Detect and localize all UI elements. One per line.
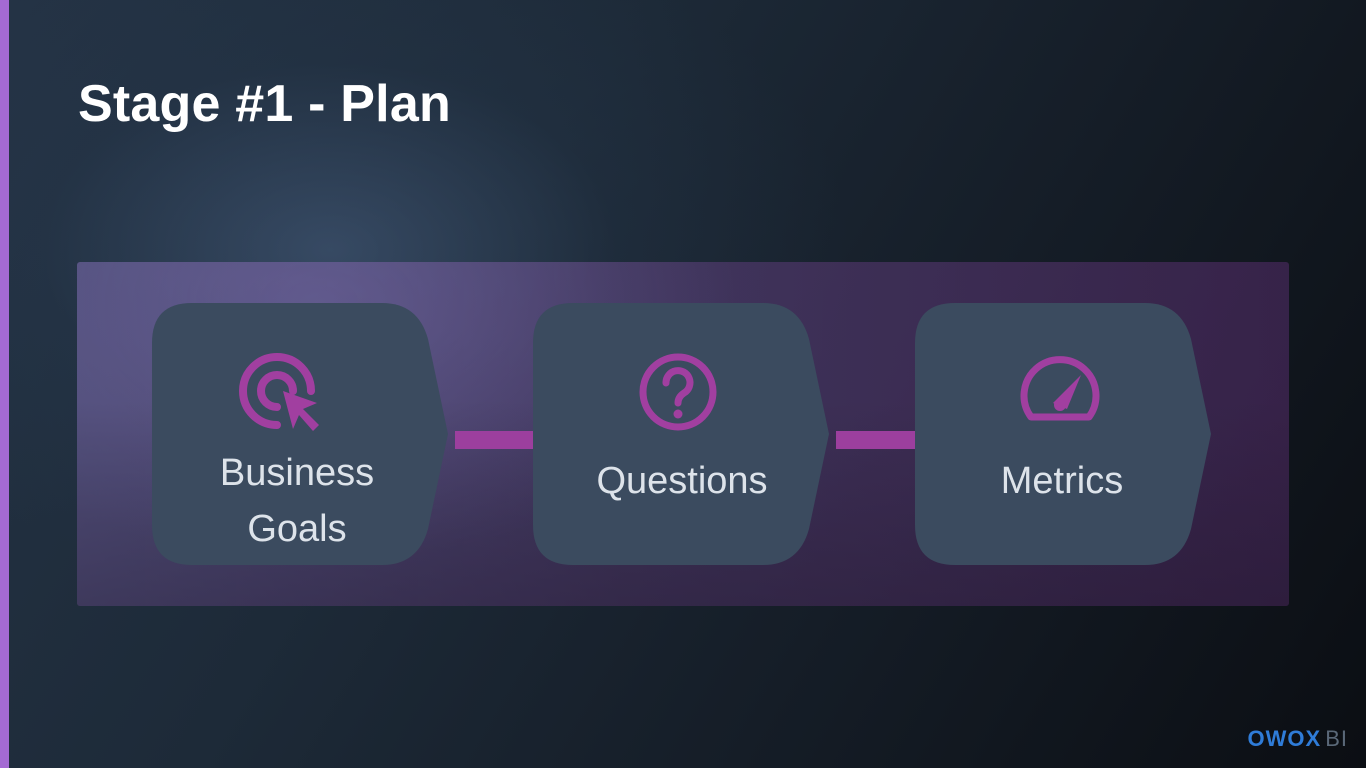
step-shape (152, 303, 448, 565)
step-metrics: Metrics (915, 303, 1215, 565)
logo-suffix: BI (1325, 726, 1348, 751)
connector-1-2 (455, 431, 535, 449)
speedometer-icon (930, 351, 1190, 433)
step-label: Metrics (917, 453, 1207, 509)
step-label-line-1: Questions (596, 460, 768, 502)
step-questions: Questions (533, 303, 833, 565)
step-shape (915, 303, 1211, 565)
step-label-line-1: Metrics (1000, 460, 1124, 502)
question-circle-icon (548, 351, 808, 433)
target-cursor-icon (152, 351, 412, 433)
accent-bar (0, 0, 9, 768)
logo-brand: OWOX (1247, 726, 1322, 751)
page-title: Stage #1 - Plan (78, 75, 451, 133)
step-shape (533, 303, 829, 565)
connector-2-3 (836, 431, 916, 449)
step-label: Business Goals (152, 445, 442, 557)
step-label: Questions (537, 453, 827, 509)
step-label-line-2: Goals (247, 508, 347, 550)
step-label-line-1: Business (219, 452, 375, 494)
step-business-goals: Business Goals (152, 303, 452, 565)
